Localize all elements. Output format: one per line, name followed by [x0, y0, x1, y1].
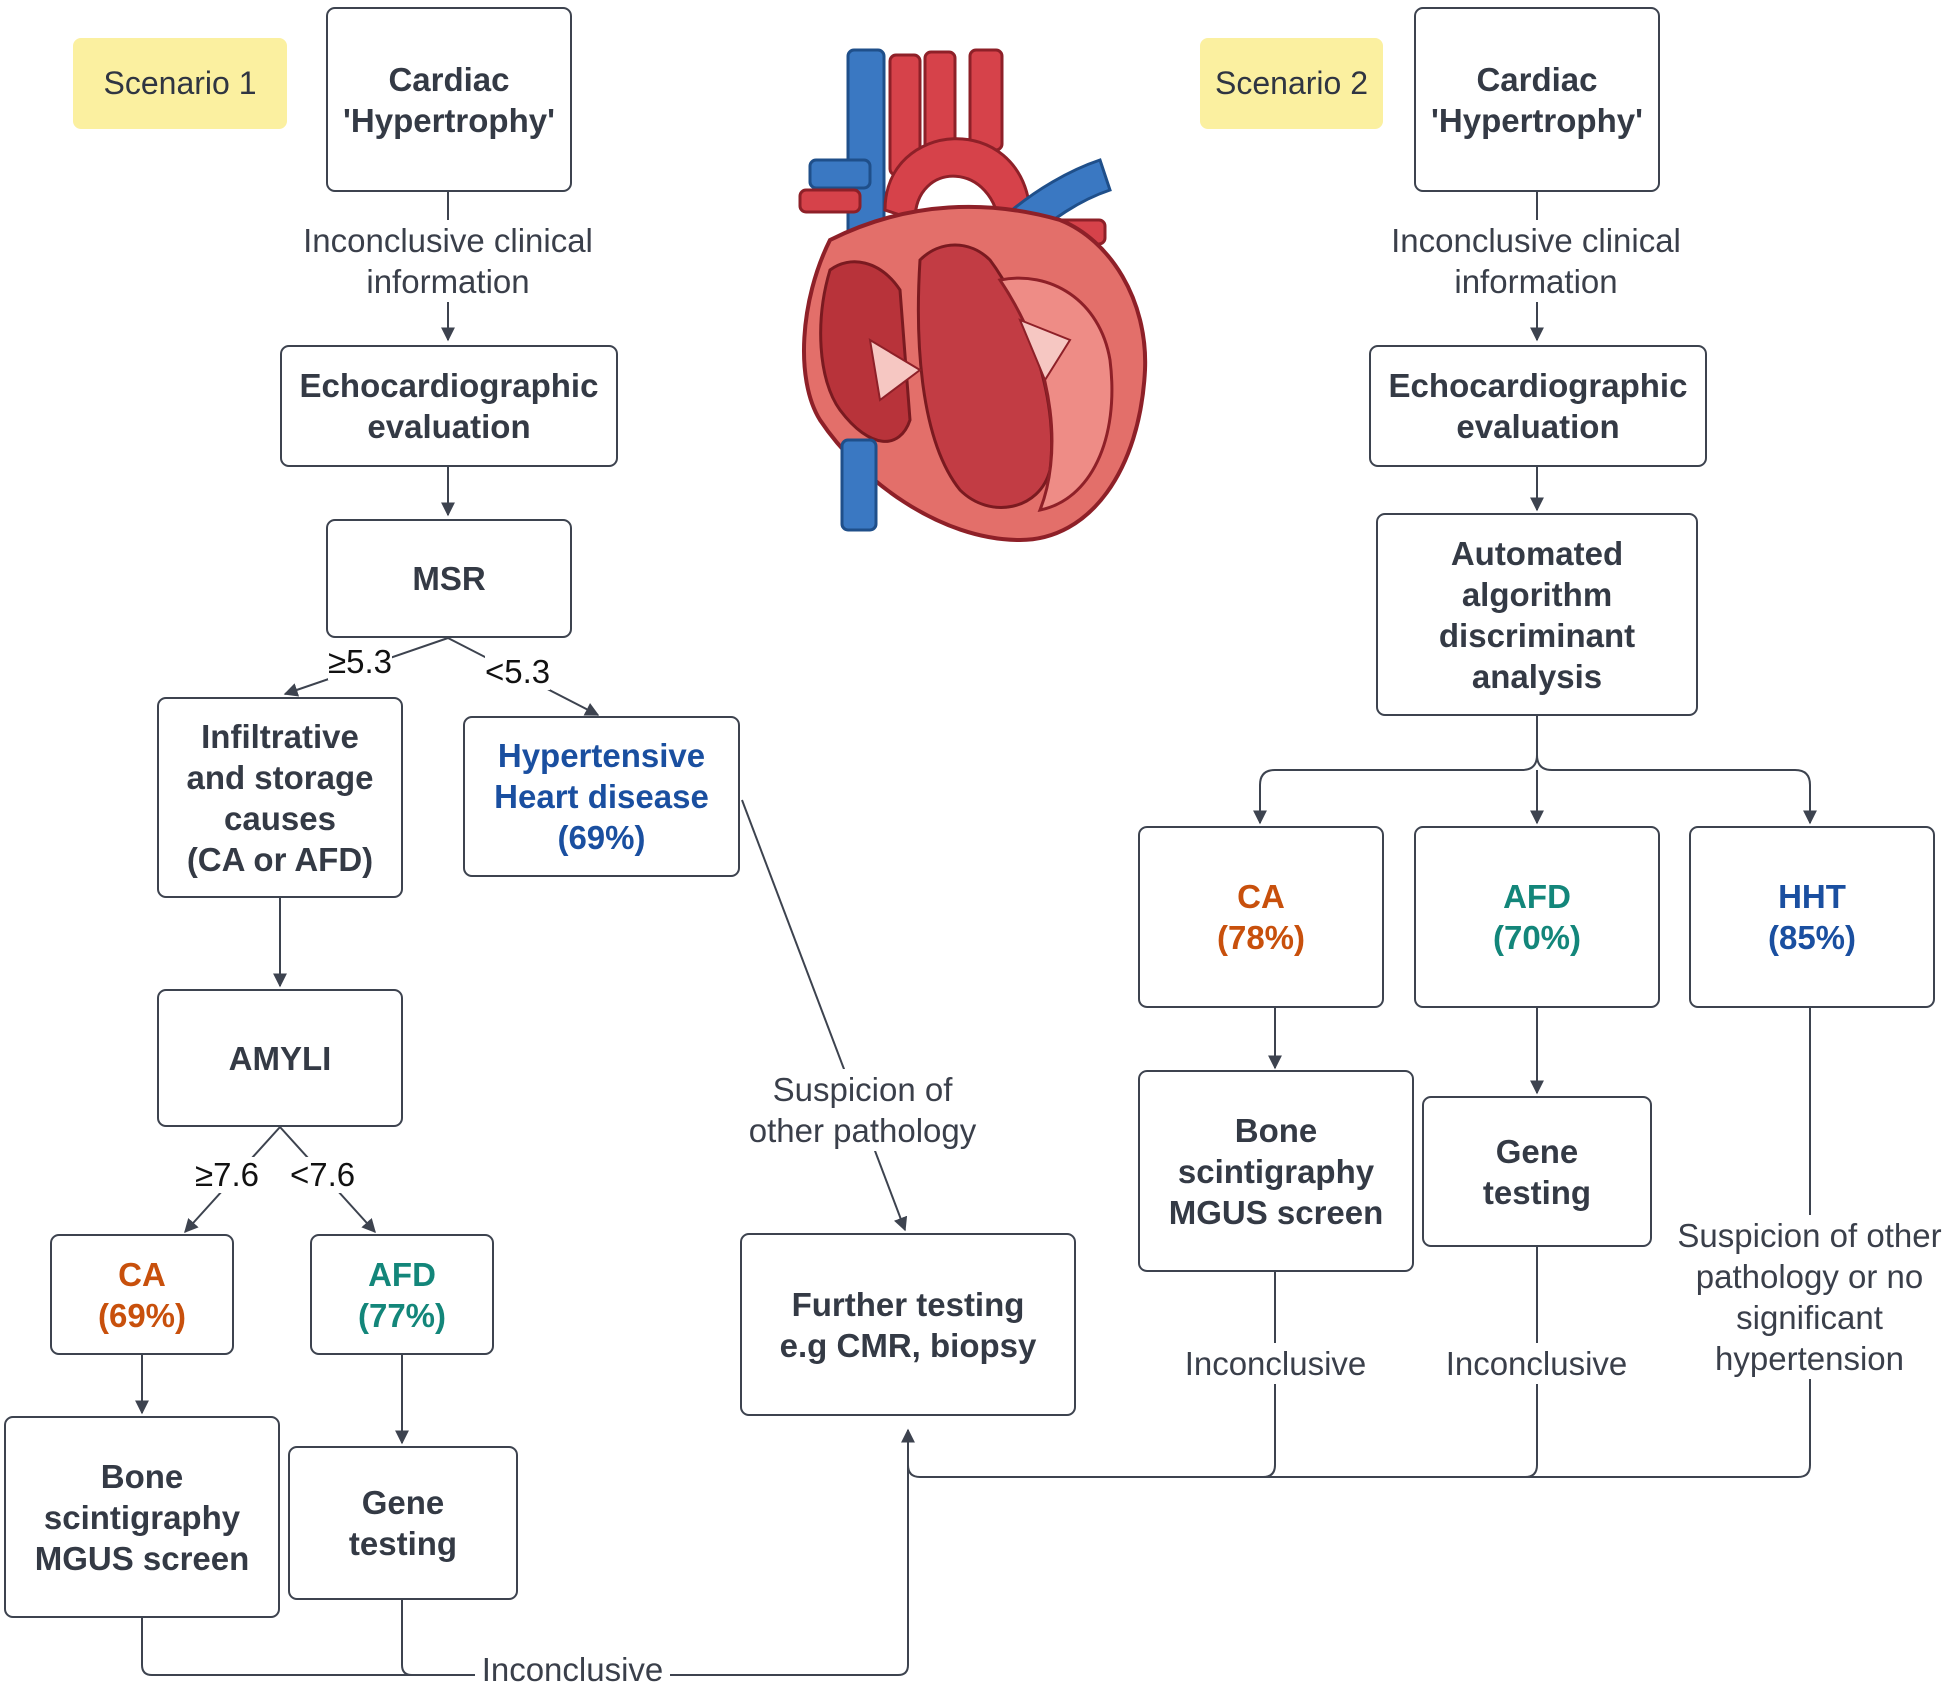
edge-algorithm-to-hht: [1536, 754, 1817, 825]
s2-ca-node: CA (78%): [1138, 826, 1384, 1008]
s2-cardiac-hypertrophy-node: Cardiac 'Hypertrophy': [1414, 7, 1660, 192]
s2-echocardiographic-evaluation-node: Echocardiographic evaluation: [1369, 345, 1707, 467]
heart-icon: [798, 48, 1148, 543]
edge-hht-to-merge: [1525, 1008, 1811, 1478]
s1-gene-testing-node: Gene testing: [288, 1446, 518, 1600]
edge-algorithm-to-ca: [1253, 716, 1538, 825]
s1-inconclusive-label: Inconclusive: [475, 1652, 670, 1688]
s2-bone-scintigraphy-node: Bone scintigraphy MGUS screen: [1138, 1070, 1414, 1272]
edge-hypertensive-to-further: [741, 799, 908, 1232]
amyli-node: AMYLI: [157, 989, 403, 1127]
s1-cardiac-hypertrophy-node: Cardiac 'Hypertrophy': [326, 7, 572, 192]
msr-high-threshold-label: ≥5.3: [328, 643, 392, 680]
s1-inconclusive-clinical-info-label: Inconclusive clinical information: [290, 220, 606, 302]
s1-afd-node: AFD (77%): [310, 1234, 494, 1355]
scenario-2-tag: Scenario 2: [1200, 38, 1383, 129]
hypertensive-heart-disease-node: Hypertensive Heart disease (69%): [463, 716, 740, 877]
edge-gene-s1-to-merge: [401, 1600, 413, 1676]
s2-gene-testing-node: Gene testing: [1422, 1096, 1652, 1247]
further-testing-node: Further testing e.g CMR, biopsy: [740, 1233, 1076, 1416]
hht-suspicion-label: Suspicion of other pathology or no signi…: [1672, 1215, 1947, 1379]
suspicion-other-pathology-label: Suspicion of other pathology: [735, 1069, 990, 1151]
s1-ca-node: CA (69%): [50, 1234, 234, 1355]
s2-ca-inconclusive-label: Inconclusive: [1173, 1343, 1378, 1384]
infiltrative-storage-causes-node: Infiltrative and storage causes (CA or A…: [157, 697, 403, 898]
s1-bone-scintigraphy-node: Bone scintigraphy MGUS screen: [4, 1416, 280, 1618]
amyli-low-threshold-label: <7.6: [290, 1156, 356, 1193]
automated-algorithm-node: Automated algorithm discriminant analysi…: [1376, 513, 1698, 716]
msr-low-threshold-label: <5.3: [485, 653, 551, 690]
hht-node: HHT (85%): [1689, 826, 1935, 1008]
s2-afd-inconclusive-label: Inconclusive: [1434, 1343, 1639, 1384]
s2-inconclusive-clinical-info-label: Inconclusive clinical information: [1378, 220, 1694, 302]
scenario-1-tag: Scenario 1: [73, 38, 287, 129]
msr-node: MSR: [326, 519, 572, 638]
amyli-high-threshold-label: ≥7.6: [195, 1156, 259, 1193]
s1-echocardiographic-evaluation-node: Echocardiographic evaluation: [280, 345, 618, 467]
s2-afd-node: AFD (70%): [1414, 826, 1660, 1008]
